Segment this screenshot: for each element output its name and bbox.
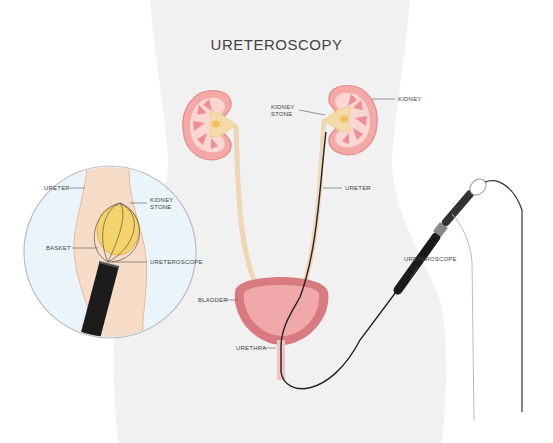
part-label: BLADDER — [198, 297, 228, 304]
part-label: BASKET — [46, 245, 71, 252]
part-label: URETEROSCOPE — [150, 259, 203, 266]
part-label: KIDNEY — [398, 96, 422, 103]
inset-scope — [88, 265, 109, 345]
scope-eyepiece — [467, 176, 490, 199]
title: URETEROSCOPY — [0, 36, 553, 53]
basket-wires — [94, 203, 139, 262]
right-ureter — [300, 122, 324, 297]
inset-scope-tip — [99, 262, 119, 267]
leader-lines — [70, 99, 418, 348]
part-label: URETEROSCOPE — [404, 256, 457, 263]
light-cable — [485, 181, 522, 412]
part-label: URETER — [44, 185, 70, 192]
scope-collar — [437, 225, 444, 234]
left-kidney — [183, 91, 237, 160]
part-label: KIDNEY STONE — [271, 104, 301, 118]
right-kidney — [323, 86, 377, 155]
port-tube — [452, 214, 474, 420]
scope-cable — [281, 132, 396, 389]
scope-handle — [398, 237, 436, 290]
part-label: KIDNEY STONE — [150, 197, 180, 211]
bladder-inner — [244, 285, 319, 336]
bladder — [235, 277, 329, 345]
scope-head — [446, 194, 470, 222]
part-label: URETER — [345, 185, 371, 192]
part-label: URETHRA — [236, 345, 266, 352]
left-ureter — [236, 127, 262, 297]
